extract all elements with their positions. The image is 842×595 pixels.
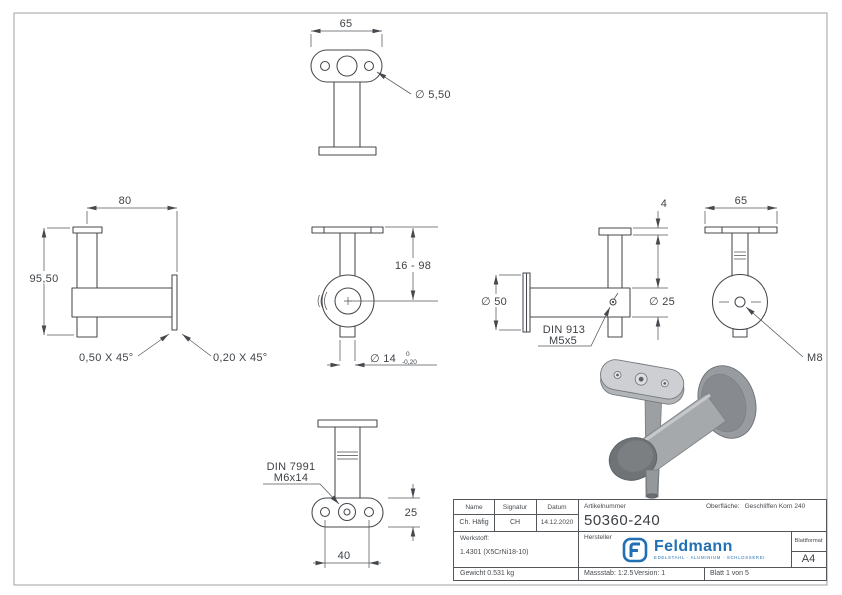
article-number-label: Artikelnummer [584, 502, 626, 510]
view-side-left-outline [71, 226, 178, 338]
dim-chamfer-left: 0,50 X 45° [79, 352, 134, 364]
weight-value: Gewicht 0.531 kg [460, 570, 515, 577]
dim-chamfer-right: 0,20 X 45° [213, 352, 268, 364]
view-top-dimensions: 65 ∅ 5,50 [310, 18, 451, 101]
material-label: Werkstoff: [460, 534, 490, 542]
dim-front-tol-lo: -0,20 [402, 359, 417, 366]
dim-right-screw-line2: M5x5 [549, 335, 577, 347]
scale-value: Massstab: 1:2.5 [584, 570, 634, 577]
sheet-number-value: Blatt 1 von 5 [710, 570, 749, 577]
view-back-dimensions: 65 M8 [704, 195, 823, 364]
view-side-right-outline [522, 227, 632, 338]
surface-label: Oberfläche: [706, 502, 740, 510]
version-value: Version: 1 [634, 570, 666, 577]
dim-front-tol-hi: 0 [406, 351, 410, 358]
dim-top-width: 65 [340, 18, 353, 30]
view-bottom-dimensions: DIN 7991 M6x14 25 40 [263, 461, 420, 568]
dim-right-arm: ∅ 25 [649, 296, 675, 308]
view-front-dimensions: 16 - 98 ∅ 14 0 -0,20 [327, 226, 438, 368]
sheet-format-value: A4 [801, 553, 816, 565]
logo-tagline: EDELSTAHL · ALUMINIUM · SCHLOSSEREI [654, 555, 766, 561]
view-side-left-dimensions: 80 95,50 0,50 X 45° 0,20 X 45° [24, 195, 268, 364]
dim-top-hole: ∅ 5,50 [415, 89, 451, 101]
dim-right-screw-line1: DIN 913 [543, 324, 585, 336]
dim-side-width: 80 [119, 195, 132, 207]
name-label: Name [465, 503, 483, 511]
title-block: Name Signatur Datum Ch. Häfig CH 14.12.2… [453, 499, 827, 581]
date-label: Datum [547, 503, 567, 511]
sheet-format-label: Blattformat [794, 538, 823, 544]
view-top-outline [310, 49, 383, 156]
part-3d-render [600, 359, 757, 499]
dim-side-height: 95,50 [29, 273, 58, 285]
signature-label: Signatur [502, 503, 528, 511]
dim-right-disc: ∅ 50 [481, 296, 507, 308]
article-number-value: 50360-240 [584, 511, 661, 529]
feldmann-logo-icon [622, 537, 648, 563]
dim-bottom-screw-line1: DIN 7991 [267, 461, 316, 473]
view-front-outline [311, 226, 384, 338]
date-value: 14.12.2020 [540, 519, 574, 526]
feldmann-logo: Feldmann EDELSTAHL · ALUMINIUM · SCHLOSS… [622, 537, 765, 563]
material-value: 1.4301 (X5CrNi18-10) [460, 549, 529, 556]
dim-bottom-plate: 25 [405, 507, 418, 519]
signature-value: CH [509, 519, 521, 526]
manufacturer-label: Hersteller [584, 533, 612, 541]
view-side-right-dimensions: ∅ 50 4 ∅ 25 DIN 913 M5x5 [477, 198, 685, 347]
dim-front-dia: ∅ 14 [370, 353, 396, 365]
dim-back-width: 65 [735, 195, 748, 207]
view-back-outline [704, 226, 778, 338]
dim-right-cap: 4 [661, 198, 667, 210]
surface-value: Geschliffen Korn 240 [744, 502, 806, 510]
name-value: Ch. Häfig [459, 519, 489, 526]
dim-back-thread: M8 [807, 352, 823, 364]
dim-front-range: 16 - 98 [395, 260, 431, 272]
page-frame [13, 12, 828, 586]
view-bottom-outline [311, 419, 384, 528]
dim-bottom-holes: 40 [338, 550, 351, 562]
logo-wordmark: Feldmann [654, 538, 733, 556]
dim-bottom-screw-line2: M6x14 [274, 472, 309, 484]
